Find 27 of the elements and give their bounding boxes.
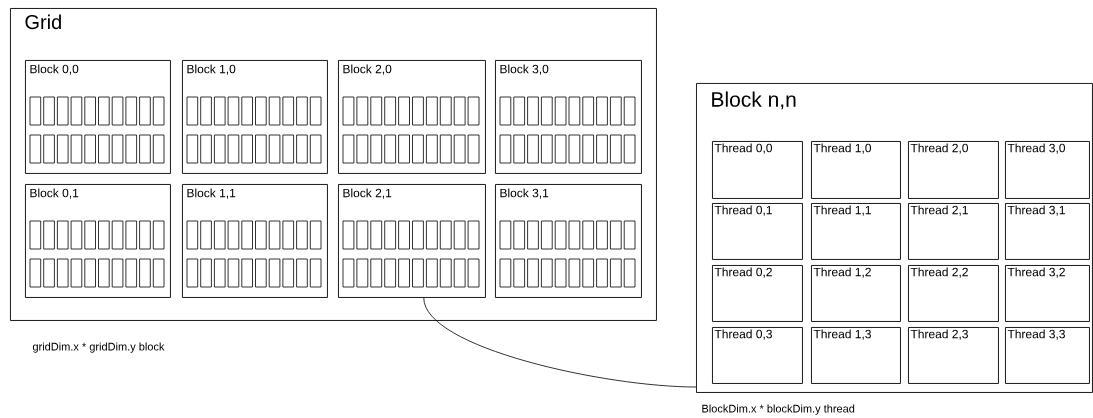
block-box: Block 0,1 <box>25 184 171 298</box>
thread-box: Thread 1,2 <box>811 265 901 322</box>
block-box: Block 1,1 <box>182 184 328 298</box>
thread-box: Thread 1,1 <box>811 203 901 260</box>
thread-box: Thread 3,3 <box>1005 327 1090 384</box>
connector-curve <box>423 297 697 388</box>
thread-box: Thread 2,2 <box>908 265 999 322</box>
thread-box: Thread 2,1 <box>908 203 999 260</box>
thread-box: Thread 1,0 <box>811 141 901 199</box>
thread-box: Thread 0,2 <box>712 265 803 322</box>
block-box: Block 2,0 <box>338 60 486 174</box>
caption-text: BlockDim.x * blockDim.y thread <box>702 404 855 415</box>
block-box: Block 2,1 <box>338 184 486 298</box>
block-box: Block 3,1 <box>495 184 642 298</box>
thread-box: Thread 0,3 <box>712 327 803 384</box>
caption-text: gridDim.x * gridDim.y block <box>32 342 165 353</box>
block-box: Block 3,0 <box>495 60 642 174</box>
thread-box: Thread 0,1 <box>712 203 803 260</box>
block-box: Block 1,0 <box>182 60 328 174</box>
thread-box: Thread 3,0 <box>1005 141 1090 199</box>
thread-box: Thread 3,1 <box>1005 203 1090 260</box>
thread-box: Thread 2,3 <box>908 327 999 384</box>
block-box: Block 0,0 <box>25 60 171 174</box>
thread-box: Thread 3,2 <box>1005 265 1090 322</box>
thread-box: Thread 2,0 <box>908 141 999 199</box>
thread-box: Thread 0,0 <box>712 141 803 199</box>
thread-box: Thread 1,3 <box>811 327 901 384</box>
